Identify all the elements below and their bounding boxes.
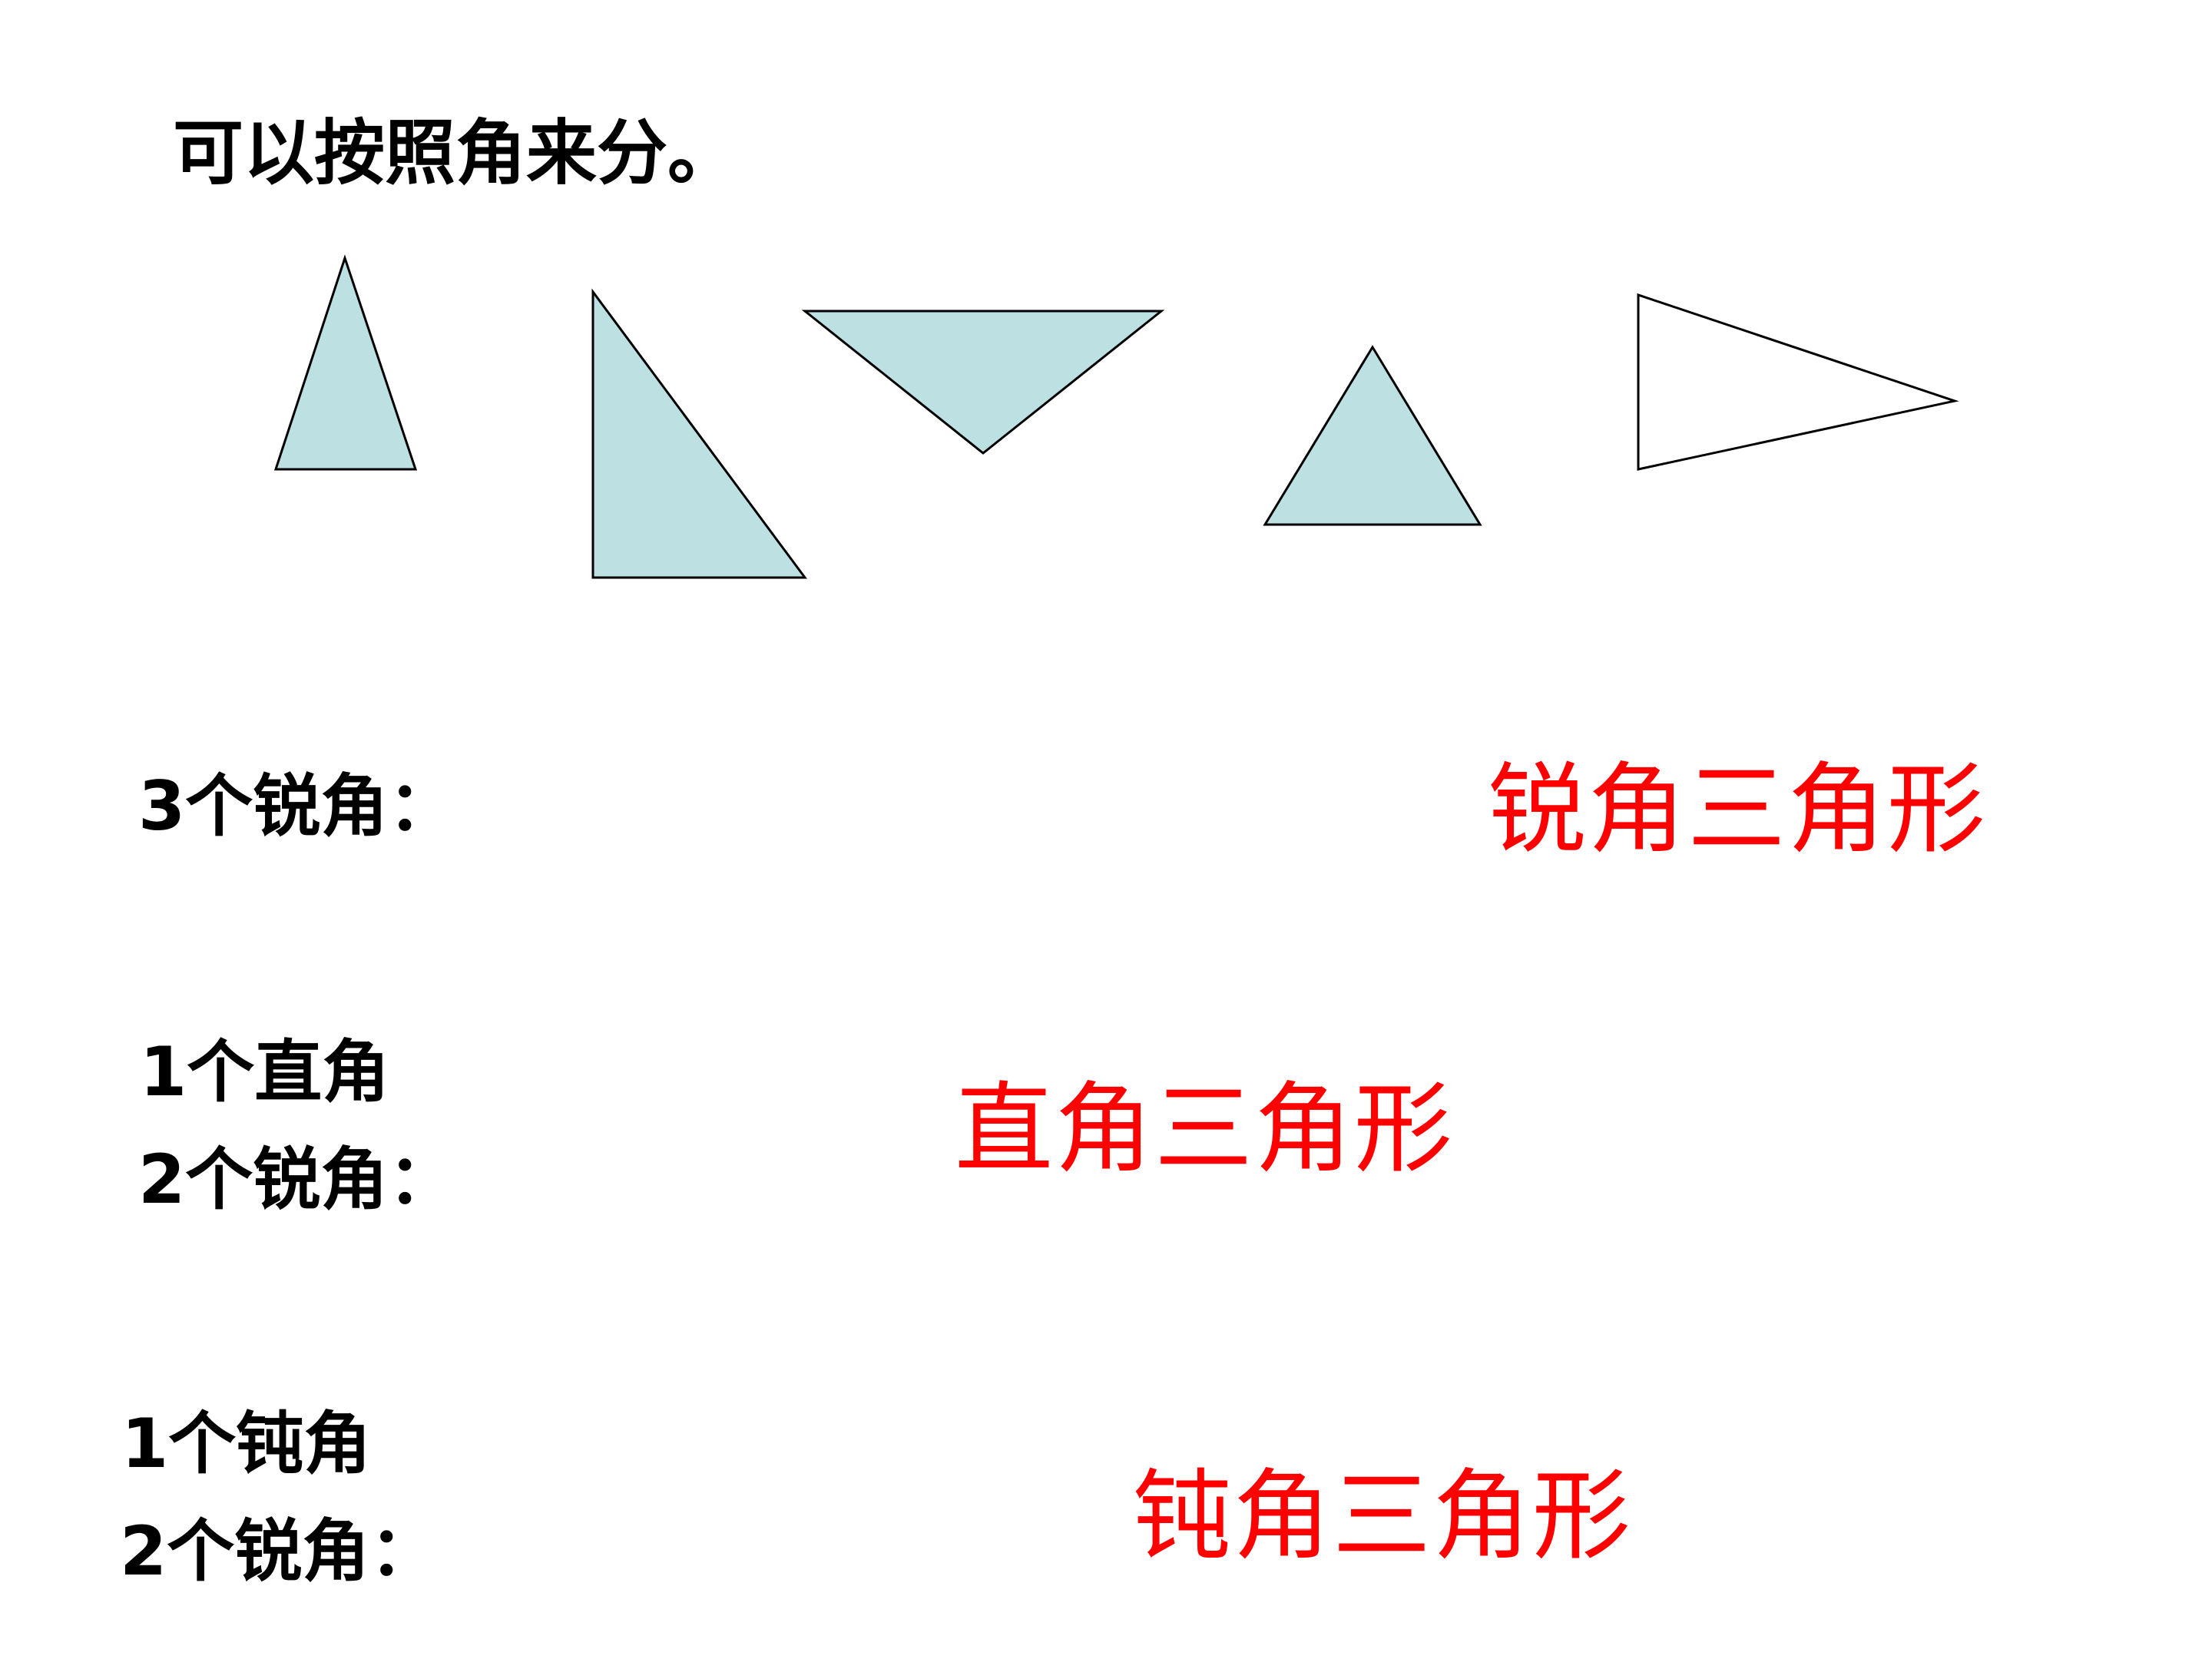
answer-obtuse-triangle: 钝角三角形 xyxy=(1133,1459,1633,1574)
obtuse-outline-triangle xyxy=(1637,293,1959,471)
answer-right-triangle: 直角三角形 xyxy=(955,1072,1455,1187)
acute-isosceles-triangle xyxy=(273,254,418,471)
condition-right-line2: 2个锐角： xyxy=(138,1140,456,1219)
condition-acute-line1: 3个锐角： xyxy=(138,767,456,846)
right-triangle xyxy=(591,288,807,579)
condition-obtuse-line1: 1个钝角 xyxy=(121,1404,372,1483)
heading-title: 可以按照角来分。 xyxy=(173,112,739,194)
inverted-obtuse-triangle xyxy=(801,310,1165,455)
answer-acute-triangle: 锐角三角形 xyxy=(1488,753,1988,867)
condition-obtuse-line2: 2个锐角： xyxy=(120,1512,438,1591)
condition-right-line1: 1个直角 xyxy=(140,1032,390,1111)
equilateral-triangle xyxy=(1263,345,1482,526)
